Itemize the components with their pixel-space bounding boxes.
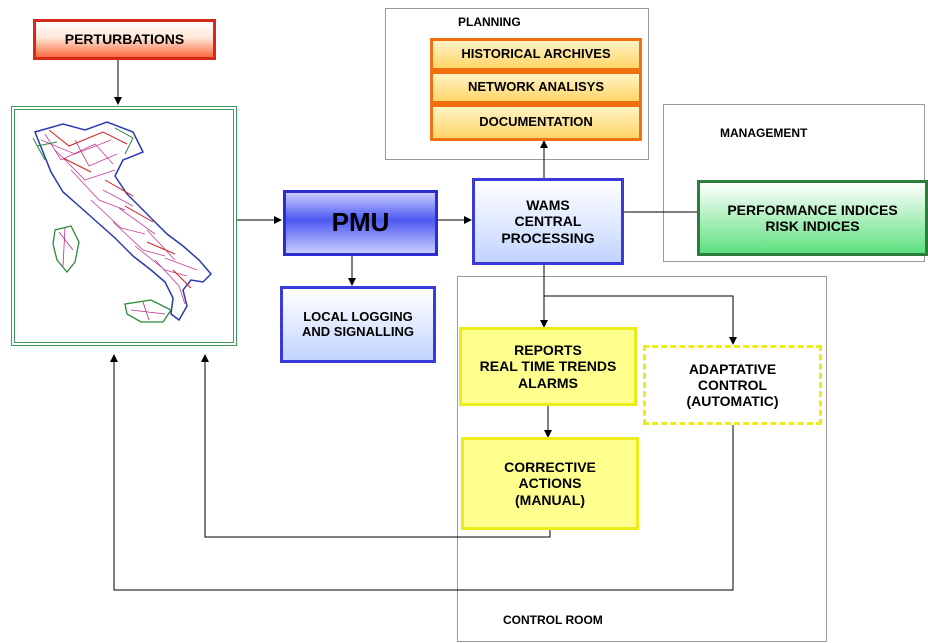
arrow-adaptive-to-map [110,354,734,591]
pmu-box: PMU [283,190,438,256]
perturbations-box: PERTURBATIONS [33,19,216,60]
corrective-line-1: CORRECTIVE [504,459,596,476]
network-analysis-box: NETWORK ANALISYS [430,71,642,104]
arrow-wams-to-adaptive [544,295,737,345]
local-logging-line-2: AND SIGNALLING [302,323,414,339]
historical-archives-label: HISTORICAL ARCHIVES [461,46,611,62]
wams-line-1: WAMS [526,197,570,214]
reports-line-3: ALARMS [518,374,578,391]
pmu-label: PMU [331,207,390,238]
perturbations-label: PERTURBATIONS [64,31,185,48]
reports-line-1: REPORTS [514,342,582,359]
network-analysis-label: NETWORK ANALISYS [467,79,605,95]
adaptive-line-2: CONTROL [697,376,768,393]
management-label: MANAGEMENT [720,126,808,140]
documentation-box: DOCUMENTATION [430,104,642,141]
italy-map-icon [32,121,213,323]
local-logging-line-1: LOCAL LOGGING [303,308,413,324]
adaptive-line-1: ADAPTATIVE [688,360,777,377]
performance-indices-label: PERFORMANCE INDICES [727,201,898,218]
local-logging-box: LOCAL LOGGING AND SIGNALLING [280,286,436,363]
historical-archives-box: HISTORICAL ARCHIVES [430,38,642,71]
corrective-line-3: (MANUAL) [515,491,585,508]
documentation-label: DOCUMENTATION [479,114,593,130]
planning-label: PLANNING [458,15,521,29]
adaptive-control-box: ADAPTATIVE CONTROL (AUTOMATIC) [643,345,822,425]
control-room-label: CONTROL ROOM [503,613,603,627]
wams-line-2: CENTRAL [514,213,582,230]
wams-central-processing-box: WAMS CENTRAL PROCESSING [472,178,624,265]
italy-grid-map [11,106,237,346]
performance-indices-box: PERFORMANCE INDICES RISK INDICES [697,180,928,256]
corrective-line-2: ACTIONS [518,475,582,492]
wams-line-3: PROCESSING [501,229,595,246]
risk-indices-label: RISK INDICES [765,218,860,234]
corrective-actions-box: CORRECTIVE ACTIONS (MANUAL) [461,437,639,530]
arrow-corrective-to-map [201,354,551,538]
reports-box: REPORTS REAL TIME TRENDS ALARMS [459,327,637,406]
reports-line-2: REAL TIME TRENDS [479,358,617,375]
adaptive-line-3: (AUTOMATIC) [686,393,779,410]
